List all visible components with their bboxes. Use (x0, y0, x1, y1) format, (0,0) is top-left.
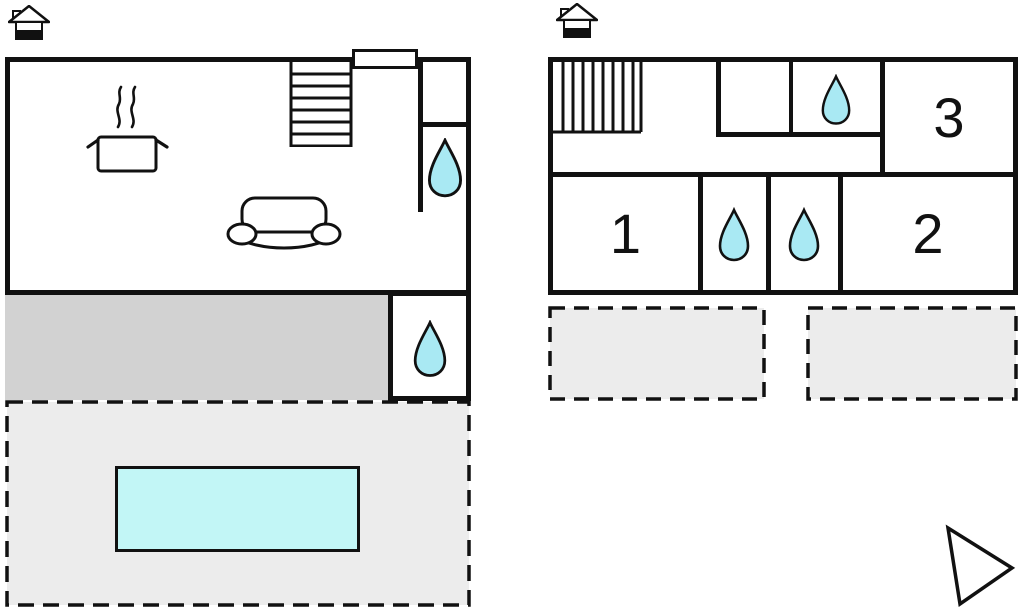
wall (716, 132, 884, 137)
wall (698, 177, 703, 290)
direction-arrow-icon (945, 524, 1016, 608)
house-icon (556, 3, 598, 38)
staircase-icon (553, 62, 643, 134)
covered-terrace (5, 295, 388, 400)
ground-floor-main-room (5, 57, 471, 295)
wall (553, 172, 1013, 177)
water-drop-icon (788, 207, 820, 262)
wall (716, 62, 721, 137)
sofa-icon (226, 196, 342, 250)
balcony-outline (548, 306, 766, 401)
swimming-pool (115, 466, 360, 552)
water-drop-icon (718, 207, 750, 262)
water-drop-icon (413, 320, 447, 377)
staircase-icon (289, 62, 353, 147)
water-drop-icon (427, 138, 463, 198)
wall (789, 62, 793, 132)
wall (418, 62, 423, 212)
room-2-number: 2 (912, 202, 944, 265)
balcony-left (548, 306, 766, 401)
wall (766, 177, 771, 290)
wall (838, 177, 843, 290)
door-marker (352, 49, 418, 69)
house-icon (8, 5, 50, 40)
water-drop-icon (821, 74, 851, 125)
room-1-number: 1 (609, 202, 642, 265)
balcony-outline (806, 306, 1018, 401)
room-3-number: 3 (933, 85, 965, 149)
wall (880, 62, 885, 177)
balcony-right (806, 306, 1018, 401)
cooking-pot-icon (86, 85, 169, 173)
wall (418, 122, 466, 127)
